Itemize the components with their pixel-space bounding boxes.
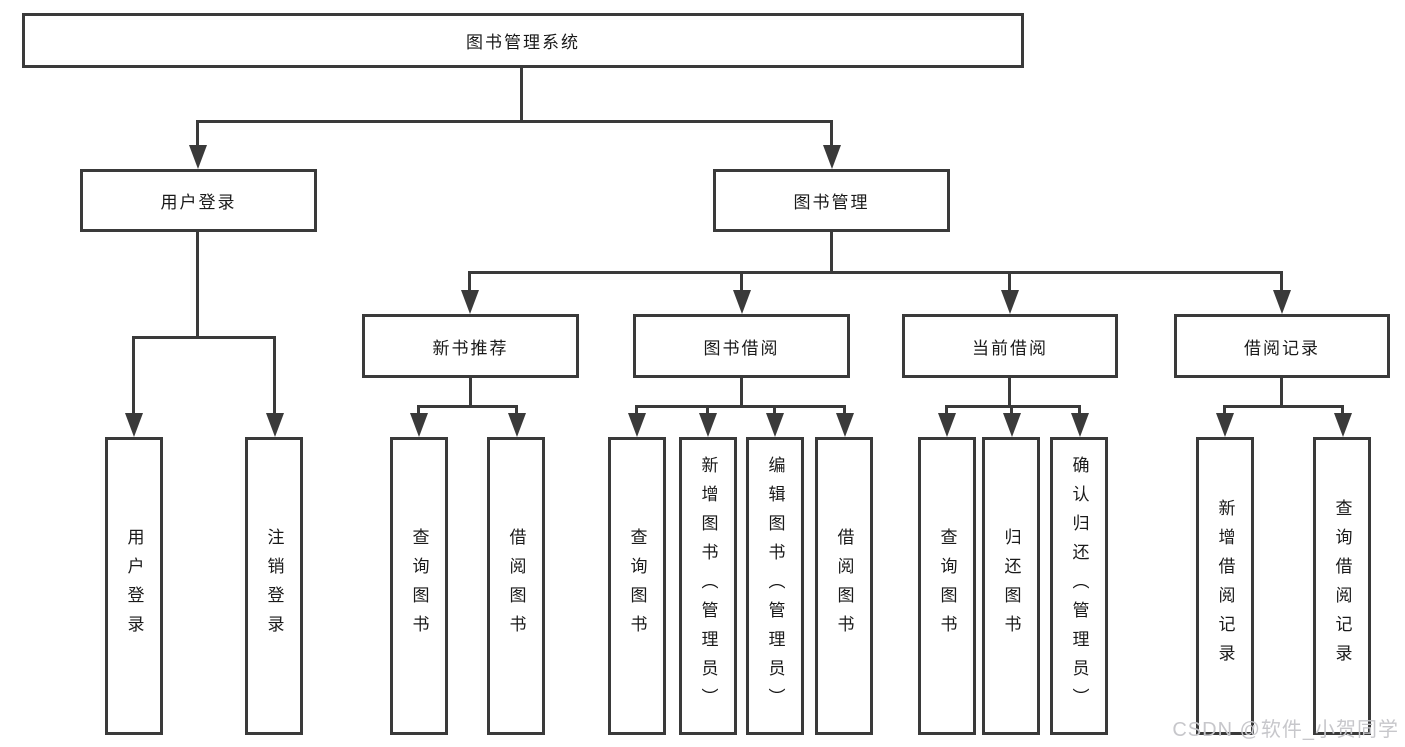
csdn-watermark: CSDN @软件_小贺同学 [1172,719,1399,741]
leaf-newbook-query-books: 查询图书 [390,437,448,735]
connector-drop [417,405,420,415]
arrowhead-icon [1216,413,1234,437]
leaf-borrowing-add-book-admin: 新增图书（管理员） [679,437,737,735]
node-book-borrowing: 图书借阅 [633,314,850,378]
arrowhead-icon [125,413,143,437]
connector-drop [1341,405,1344,415]
leaf-current-confirm-return-admin: 确认归还（管理员） [1050,437,1108,735]
connector-drop [830,120,833,147]
leaf-label: 借阅图书 [834,528,854,644]
connector-drop [1280,271,1283,292]
connector-level3-branch [468,271,1283,274]
connector-borrowing-branch [635,405,846,408]
leaf-label: 新增借阅记录 [1215,499,1235,673]
leaf-label: 借阅图书 [506,528,526,644]
connector-root-stem [520,68,523,120]
leaf-current-query-books: 查询图书 [918,437,976,735]
leaf-borrowing-edit-book-admin: 编辑图书（管理员） [746,437,804,735]
connector-record-branch [1223,405,1344,408]
leaf-borrowing-query-books: 查询图书 [608,437,666,735]
arrowhead-icon [766,413,784,437]
node-label: 图书管理系统 [466,33,580,52]
arrowhead-icon [461,290,479,314]
connector-drop [773,405,776,415]
leaf-label: 归还图书 [1001,528,1021,644]
connector-drop [706,405,709,415]
leaf-record-add-borrow-record: 新增借阅记录 [1196,437,1254,735]
leaf-current-return-books: 归还图书 [982,437,1040,735]
connector-drop [468,271,471,292]
connector-drop [196,120,199,147]
connector-drop [1010,405,1013,415]
connector-current-branch [945,405,1081,408]
arrowhead-icon [410,413,428,437]
connector-newbook-stem [469,378,472,405]
connector-record-stem [1280,378,1283,405]
arrowhead-icon [628,413,646,437]
leaf-label: 用户登录 [124,528,144,644]
arrowhead-icon [1071,413,1089,437]
leaf-record-query-borrow-record: 查询借阅记录 [1313,437,1371,735]
node-book-management: 图书管理 [713,169,950,232]
leaf-label: 查询图书 [409,528,429,644]
leaf-label: 查询图书 [937,528,957,644]
node-current-borrowing: 当前借阅 [902,314,1118,378]
arrowhead-icon [1334,413,1352,437]
leaf-newbook-borrow-books: 借阅图书 [487,437,545,735]
node-label: 用户登录 [160,193,237,212]
node-label: 图书借阅 [703,338,780,358]
arrowhead-icon [1001,290,1019,314]
connector-borrowing-stem [740,378,743,405]
arrowhead-icon [1003,413,1021,437]
leaf-label: 注销登录 [264,528,284,644]
connector-newbook-branch [417,405,518,408]
arrowhead-icon [823,145,841,169]
connector-drop [515,405,518,415]
connector-drop [1078,405,1081,415]
connector-drop [132,336,135,415]
leaf-borrowing-borrow-books: 借阅图书 [815,437,873,735]
connector-drop [740,271,743,292]
node-label: 当前借阅 [972,338,1048,358]
node-user-login: 用户登录 [80,169,317,232]
arrowhead-icon [1273,290,1291,314]
connector-drop [1008,271,1011,292]
connector-drop [635,405,638,415]
connector-user-login-stem [196,232,199,336]
connector-drop [843,405,846,415]
leaf-label: 新增图书（管理员） [698,455,718,717]
connector-user-login-branch [132,336,276,339]
arrowhead-icon [699,413,717,437]
arrowhead-icon [733,290,751,314]
node-label: 图书管理 [793,193,870,212]
arrowhead-icon [508,413,526,437]
leaf-user-login: 用户登录 [105,437,163,735]
connector-current-stem [1008,378,1011,405]
leaf-logout: 注销登录 [245,437,303,735]
arrowhead-icon [938,413,956,437]
node-library-management-system: 图书管理系统 [22,13,1024,68]
node-label: 借阅记录 [1244,338,1320,358]
arrowhead-icon [266,413,284,437]
leaf-label: 编辑图书（管理员） [765,455,785,717]
connector-book-management-stem [830,232,833,271]
arrowhead-icon [189,145,207,169]
connector-drop [945,405,948,415]
leaf-label: 查询借阅记录 [1332,499,1352,673]
leaf-label: 查询图书 [627,528,647,644]
connector-drop [1223,405,1226,415]
node-borrowing-records: 借阅记录 [1174,314,1390,378]
arrowhead-icon [836,413,854,437]
leaf-label: 确认归还（管理员） [1069,455,1089,717]
connector-level2-branch [196,120,833,123]
node-new-book-recommend: 新书推荐 [362,314,579,378]
node-label: 新书推荐 [432,338,509,358]
connector-drop [273,336,276,415]
